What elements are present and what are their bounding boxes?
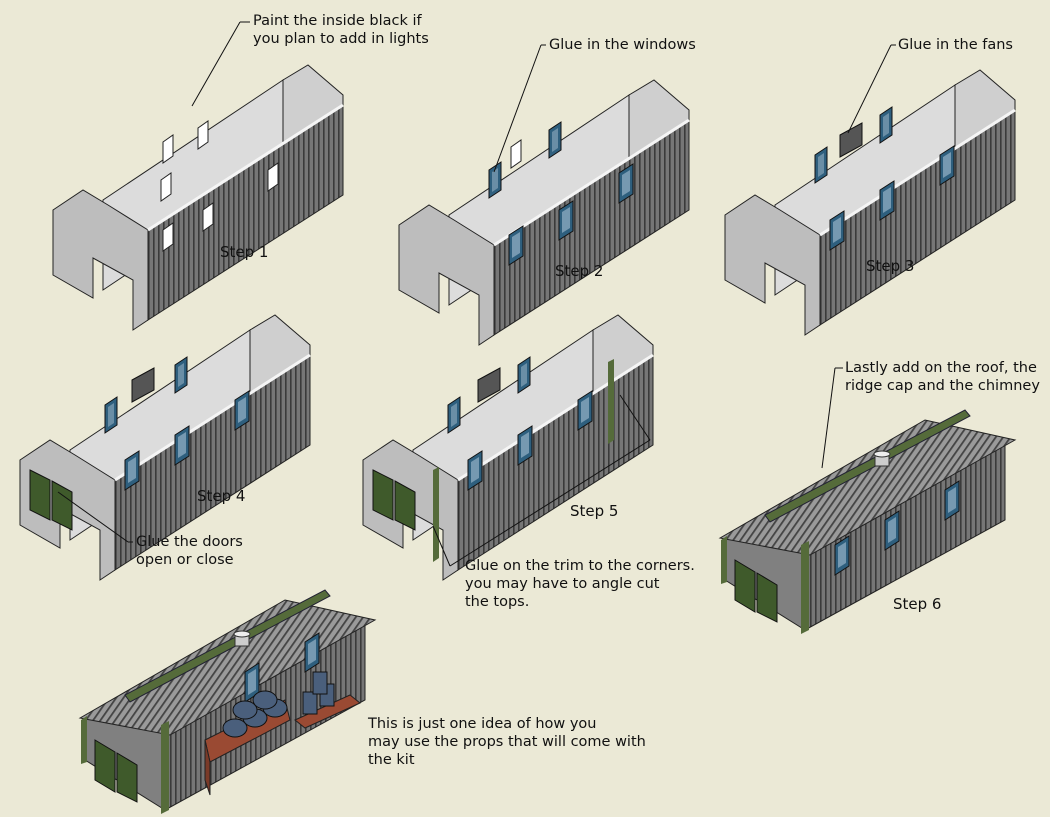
step-3-drawing: [723, 68, 1017, 337]
step-4-drawing: [18, 313, 312, 582]
step-3-note: Glue in the fans: [898, 37, 1013, 53]
step-1-drawing: [51, 63, 345, 332]
step-2-note: Glue in the windows: [549, 37, 696, 53]
final-idea-drawing: [79, 589, 376, 815]
step-2-drawing: [397, 78, 691, 347]
step-5-label: Step 5: [570, 502, 619, 520]
final-idea-note: This is just one idea of how you may use…: [368, 716, 646, 768]
step-1-note: Paint the inside black if you plan to ad…: [253, 13, 429, 47]
step-3-label: Step 3: [866, 257, 915, 275]
leader-lines: [57, 21, 896, 567]
step-4-note: Glue the doors open or close: [136, 534, 243, 568]
step-6-drawing: [719, 409, 1016, 635]
step-6-note: Lastly add on the roof, the ridge cap an…: [845, 360, 1040, 394]
step-2-label: Step 2: [555, 262, 604, 280]
step-6-label: Step 6: [893, 595, 942, 613]
step-5-drawing: [361, 313, 655, 582]
step-5-note: Glue on the trim to the corners. you may…: [465, 558, 695, 610]
step-4-label: Step 4: [197, 487, 246, 505]
step-1-label: Step 1: [220, 243, 269, 261]
